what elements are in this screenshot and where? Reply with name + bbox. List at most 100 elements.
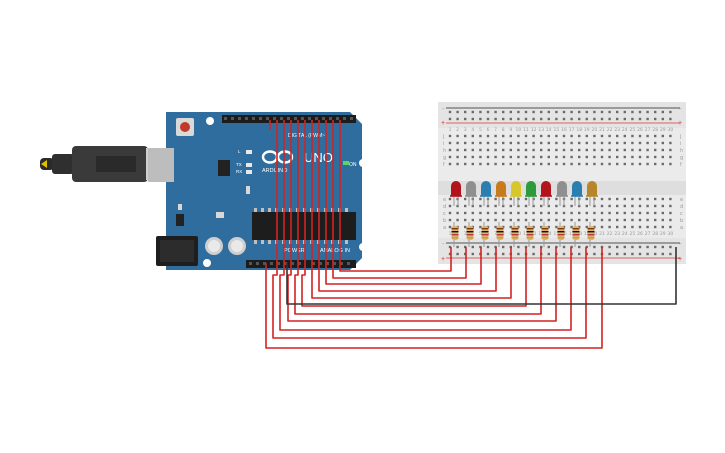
rail-hole[interactable] — [578, 117, 581, 121]
resistor[interactable] — [451, 222, 459, 247]
breadboard-hole[interactable] — [631, 148, 634, 152]
breadboard-hole[interactable] — [547, 141, 550, 145]
breadboard-hole[interactable] — [509, 225, 512, 229]
rail-hole[interactable] — [646, 110, 649, 114]
breadboard-hole[interactable] — [562, 155, 566, 159]
rail-hole[interactable] — [578, 110, 581, 114]
breadboard-hole[interactable] — [654, 141, 657, 145]
rail-hole[interactable] — [631, 117, 634, 121]
rail-hole[interactable] — [464, 110, 467, 114]
breadboard-hole[interactable] — [555, 155, 558, 159]
breadboard-hole[interactable] — [570, 218, 573, 222]
rail-hole[interactable] — [593, 117, 596, 121]
breadboard-hole[interactable] — [464, 162, 467, 166]
breadboard-hole[interactable] — [486, 162, 490, 166]
signal-wire[interactable] — [311, 120, 512, 299]
breadboard-hole[interactable] — [517, 155, 520, 159]
rail-hole[interactable] — [532, 110, 535, 114]
breadboard-hole[interactable] — [623, 211, 626, 215]
breadboard-hole[interactable] — [661, 197, 664, 201]
rail-hole[interactable] — [509, 110, 512, 114]
rail-hole[interactable] — [502, 110, 505, 114]
rail-hole[interactable] — [646, 117, 649, 121]
breadboard-hole[interactable] — [555, 204, 558, 208]
rail-hole[interactable] — [532, 252, 535, 256]
breadboard-hole[interactable] — [486, 134, 490, 138]
breadboard-hole[interactable] — [471, 141, 474, 145]
rail-hole[interactable] — [631, 110, 634, 114]
breadboard-hole[interactable] — [608, 155, 611, 159]
breadboard-hole[interactable] — [593, 211, 596, 215]
resistor[interactable] — [572, 222, 580, 247]
rail-hole[interactable] — [448, 110, 452, 114]
breadboard-hole[interactable] — [661, 134, 664, 138]
breadboard-hole[interactable] — [464, 141, 467, 145]
breadboard-hole[interactable] — [524, 155, 528, 159]
rail-hole[interactable] — [502, 252, 505, 256]
breadboard-hole[interactable] — [509, 155, 512, 159]
breadboard-hole[interactable] — [540, 225, 543, 229]
rail-hole[interactable] — [570, 110, 573, 114]
breadboard-hole[interactable] — [524, 197, 528, 201]
breadboard-hole[interactable] — [464, 148, 467, 152]
breadboard-hole[interactable] — [479, 162, 482, 166]
breadboard-hole[interactable] — [631, 141, 634, 145]
resistor[interactable] — [511, 222, 519, 247]
breadboard-hole[interactable] — [517, 218, 520, 222]
breadboard-hole[interactable] — [661, 148, 664, 152]
breadboard-hole[interactable] — [570, 197, 573, 201]
breadboard-hole[interactable] — [494, 204, 497, 208]
rail-hole[interactable] — [608, 245, 611, 249]
breadboard-hole[interactable] — [502, 211, 505, 215]
breadboard-hole[interactable] — [524, 141, 528, 145]
breadboard-hole[interactable] — [509, 197, 512, 201]
breadboard-hole[interactable] — [494, 225, 497, 229]
breadboard-hole[interactable] — [654, 134, 657, 138]
breadboard-hole[interactable] — [486, 211, 490, 215]
breadboard-hole[interactable] — [616, 162, 619, 166]
breadboard-hole[interactable] — [448, 197, 452, 201]
breadboard-hole[interactable] — [570, 162, 573, 166]
rail-hole[interactable] — [532, 117, 535, 121]
breadboard-hole[interactable] — [524, 148, 528, 152]
rail-hole[interactable] — [456, 117, 459, 121]
rail-hole[interactable] — [585, 117, 588, 121]
breadboard-hole[interactable] — [661, 141, 664, 145]
rail-hole[interactable] — [661, 110, 664, 114]
breadboard-hole[interactable] — [593, 162, 596, 166]
rail-hole[interactable] — [654, 252, 657, 256]
breadboard-hole[interactable] — [616, 218, 619, 222]
breadboard-hole[interactable] — [524, 204, 528, 208]
rail-hole[interactable] — [562, 252, 566, 256]
breadboard-hole[interactable] — [578, 218, 581, 222]
breadboard-hole[interactable] — [540, 211, 543, 215]
rail-hole[interactable] — [540, 117, 543, 121]
rail-hole[interactable] — [616, 110, 619, 114]
breadboard-hole[interactable] — [540, 162, 543, 166]
resistor[interactable] — [541, 222, 549, 247]
breadboard-hole[interactable] — [608, 218, 611, 222]
breadboard-hole[interactable] — [479, 225, 482, 229]
breadboard-hole[interactable] — [585, 218, 588, 222]
breadboard-hole[interactable] — [540, 148, 543, 152]
breadboard-hole[interactable] — [517, 148, 520, 152]
rail-hole[interactable] — [623, 117, 626, 121]
rail-hole[interactable] — [471, 245, 474, 249]
breadboard-hole[interactable] — [638, 141, 642, 145]
breadboard-hole[interactable] — [509, 211, 512, 215]
rail-hole[interactable] — [494, 117, 497, 121]
breadboard-hole[interactable] — [623, 162, 626, 166]
breadboard-hole[interactable] — [600, 148, 604, 152]
breadboard-hole[interactable] — [562, 218, 566, 222]
breadboard-hole[interactable] — [532, 197, 535, 201]
breadboard-hole[interactable] — [661, 218, 664, 222]
breadboard-hole[interactable] — [661, 162, 664, 166]
breadboard-hole[interactable] — [547, 218, 550, 222]
breadboard-hole[interactable] — [509, 218, 512, 222]
signal-wire[interactable] — [318, 120, 497, 292]
breadboard-hole[interactable] — [456, 162, 459, 166]
breadboard-hole[interactable] — [547, 134, 550, 138]
breadboard-hole[interactable] — [456, 211, 459, 215]
reset-button[interactable] — [176, 118, 194, 136]
breadboard-hole[interactable] — [646, 155, 649, 159]
